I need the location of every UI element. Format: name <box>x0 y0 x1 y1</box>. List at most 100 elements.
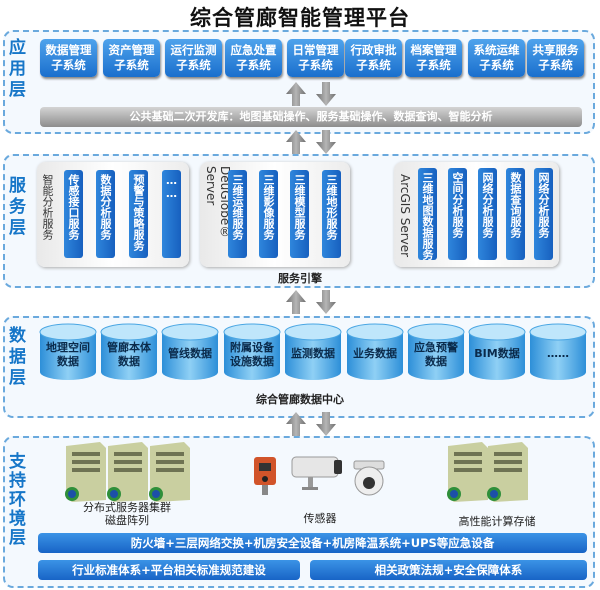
infrastructure-text: 防火墙+三层网络交换+机房安全设备+机房降温系统+UPS等应急设备 <box>130 536 495 550</box>
app-subsystem-label-line: 档案管理 <box>410 43 457 57</box>
server-icon <box>149 442 190 502</box>
data-cylinder-label-line: 业务数据 <box>353 347 397 360</box>
sensor-label: 传感器 <box>303 512 337 525</box>
arrow-down-icon <box>316 130 336 154</box>
arrow-app-service <box>286 82 336 154</box>
app-subsystem-label: 应急处置子系统 <box>231 43 277 73</box>
app-subsystem-box: 日常管理子系统 <box>287 39 344 77</box>
standards-bar: 行业标准体系+平台相关标准规范建设 <box>38 560 300 580</box>
arrow-up-icon <box>286 290 306 314</box>
app-subsystem-label-line: 共享服务 <box>532 43 579 57</box>
policy-bar: 相关政策法规+安全保障体系 <box>310 560 587 580</box>
application-layer-label: 应用层 <box>2 38 28 106</box>
app-subsystem-box: 运行监测子系统 <box>165 39 222 77</box>
public-base-bar: 公共基础二次开发库：地图基础操作、服务基础操作、数据查询、智能分析 <box>40 107 582 127</box>
app-subsystem-label: 档案管理子系统 <box>411 43 457 73</box>
hpc-server-icon <box>447 442 528 502</box>
service-item: 三维模型服务 <box>290 170 309 258</box>
gas-detector-icon <box>254 457 276 495</box>
service-item: 三维地形服务 <box>322 170 341 258</box>
app-subsystem-label-line: 子系统 <box>236 58 271 72</box>
app-subsystem-label-line: 运行监测 <box>170 43 217 57</box>
database-icon <box>100 323 158 380</box>
app-subsystem-label-line: 子系统 <box>176 58 211 72</box>
data-cylinder: 附属设备设施数据 <box>222 323 282 381</box>
arrow-up-icon <box>286 82 306 106</box>
service-layer-text: 服务层 <box>5 176 25 239</box>
arrow-down-icon <box>316 82 336 106</box>
data-cylinder-label: 应急预警数据 <box>406 341 466 369</box>
standards-text: 行业标准体系+平台相关标准规范建设 <box>72 563 266 577</box>
data-cylinder: 管线数据 <box>160 323 220 381</box>
data-cylinder-label-line: 数据 <box>425 355 447 368</box>
data-cylinder-label: 监测数据 <box>283 347 343 361</box>
app-subsystem-label-line: 子系统 <box>416 58 451 72</box>
data-cylinder: BIM数据 <box>467 323 527 381</box>
app-subsystem-label-line: 数据管理 <box>45 43 92 57</box>
app-subsystem-label-line: 应急处置 <box>230 43 277 57</box>
server-cluster-label: 分布式服务器集群 磁盘阵列 <box>72 501 182 527</box>
data-cylinder-label: BIM数据 <box>467 347 527 361</box>
data-cylinder-label-line: 附属设备 <box>230 341 274 354</box>
service-item: 传感接口服务 <box>64 170 83 258</box>
database-icon <box>284 323 342 380</box>
app-subsystem-label-line: 日常管理 <box>292 43 339 57</box>
app-subsystem-label: 行政审批子系统 <box>351 43 397 73</box>
database-icon <box>223 323 281 380</box>
data-cylinder-label: …… <box>528 347 588 361</box>
policy-text: 相关政策法规+安全保障体系 <box>374 563 523 577</box>
app-subsystem-label: 资产管理子系统 <box>109 43 155 73</box>
app-subsystem-box: 数据管理子系统 <box>40 39 97 77</box>
app-subsystem-label: 共享服务子系统 <box>533 43 579 73</box>
database-icon <box>39 323 97 380</box>
app-subsystem-box: 应急处置子系统 <box>225 39 282 77</box>
app-subsystem-box: 档案管理子系统 <box>405 39 462 77</box>
service-item: 预警与策略服务 <box>129 170 148 258</box>
service-item: …… <box>162 170 181 258</box>
app-subsystem-label-line: 系统运维 <box>473 43 520 57</box>
dome-camera-icon <box>353 460 385 496</box>
app-subsystem-box: 资产管理子系统 <box>103 39 160 77</box>
server-icon <box>447 442 488 502</box>
arrow-data-support <box>286 412 336 436</box>
data-cylinder: 业务数据 <box>345 323 405 381</box>
server-cluster-icon <box>65 442 190 502</box>
data-cylinder-label-line: …… <box>547 347 569 360</box>
data-cylinder-label: 业务数据 <box>345 347 405 361</box>
service-item: 三维影像服务 <box>259 170 278 258</box>
app-subsystem-label-line: 行政审批 <box>350 43 397 57</box>
data-cylinder: 地理空间数据 <box>38 323 98 381</box>
arcgis-label: ArcGIS Server <box>398 174 412 258</box>
data-cylinder-label-line: 数据 <box>57 355 79 368</box>
service-item: 三维地图数据服务 <box>418 168 437 260</box>
application-layer-text: 应用层 <box>5 38 25 101</box>
arrow-up-icon <box>286 130 306 154</box>
public-base-text: 公共基础二次开发库：地图基础操作、服务基础操作、数据查询、智能分析 <box>129 110 493 123</box>
database-icon <box>407 323 465 380</box>
database-icon <box>468 323 526 380</box>
database-icon <box>161 323 219 380</box>
support-layer-label: 支持环境层 <box>2 452 28 552</box>
server-cluster-line-1: 分布式服务器集群 <box>83 501 171 514</box>
data-layer-label: 数据层 <box>2 326 28 394</box>
data-cylinder-label: 地理空间数据 <box>38 341 98 369</box>
data-cylinder: …… <box>528 323 588 381</box>
data-cylinder-label-line: 监测数据 <box>291 347 335 360</box>
app-subsystem-label: 数据管理子系统 <box>46 43 92 73</box>
service-item: 数据分析服务 <box>96 170 115 258</box>
server-icon <box>65 442 106 502</box>
data-cylinder-label-line: 数据 <box>118 355 140 368</box>
infrastructure-bar: 防火墙+三层网络交换+机房安全设备+机房降温系统+UPS等应急设备 <box>38 533 587 553</box>
service-item: 空间分析服务 <box>448 168 467 260</box>
hpc-label: 高性能计算存储 <box>458 515 536 528</box>
data-cylinder-label-line: 地理空间 <box>46 341 90 354</box>
camera-icon <box>291 456 342 490</box>
app-subsystem-label-line: 子系统 <box>479 58 514 72</box>
data-center-label: 综合管廊数据中心 <box>256 393 344 406</box>
server-icon <box>107 442 148 502</box>
data-cylinder-label-line: 管廊本体 <box>107 341 151 354</box>
service-layer-label: 服务层 <box>2 176 28 244</box>
database-icon <box>346 323 404 380</box>
service-engine-label: 服务引擎 <box>278 272 322 285</box>
arrow-up-icon <box>286 412 306 436</box>
